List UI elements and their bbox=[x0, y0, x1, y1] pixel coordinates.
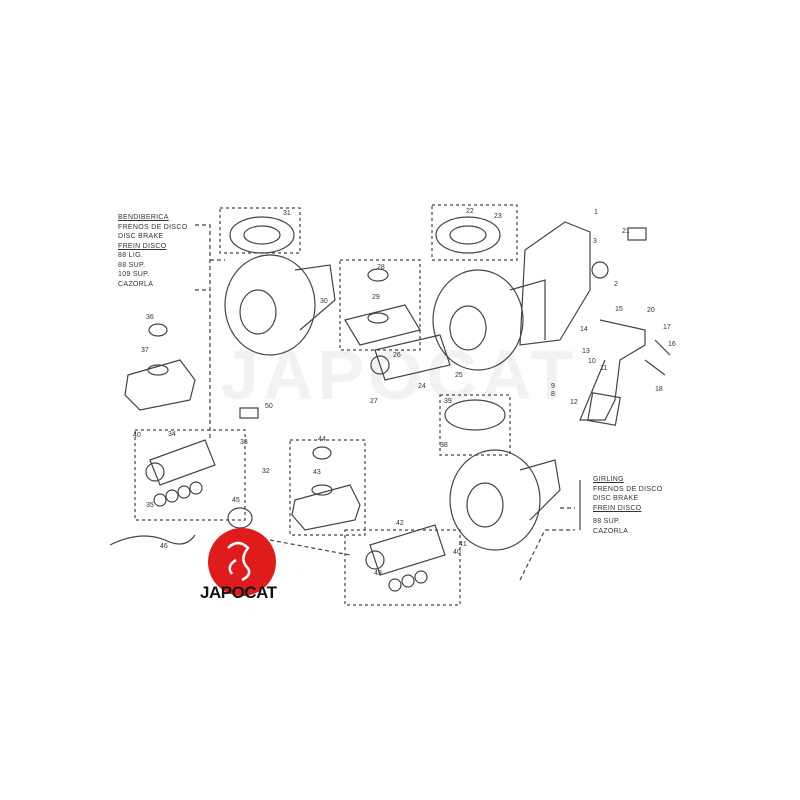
note-line: DISC BRAKE bbox=[118, 233, 164, 240]
note-line: 88 LIG. bbox=[118, 252, 144, 259]
note-line: FRENOS DE DISCO bbox=[118, 223, 188, 231]
callout-number: 36 bbox=[146, 314, 154, 321]
note-line: 88 SUP. bbox=[593, 518, 621, 525]
logo-emblem-icon bbox=[227, 541, 251, 582]
dashed-group-31 bbox=[219, 207, 301, 254]
callout-number: 42 bbox=[396, 520, 404, 527]
callout-number: 22 bbox=[466, 208, 474, 215]
master-cylinder-lower bbox=[365, 524, 446, 592]
callout-number: 18 bbox=[655, 386, 663, 393]
note-line: CAZORLA bbox=[118, 280, 154, 288]
callout-number: 15 bbox=[615, 306, 623, 313]
callout-number: 12 bbox=[570, 399, 578, 406]
sensor-wire-46 bbox=[109, 534, 196, 546]
note-bendiberica: BENDIBERICA FRENOS DE DISCO DISC BRAKE F… bbox=[118, 213, 187, 289]
callout-number: 9 bbox=[551, 383, 555, 390]
callout-number: 23 bbox=[494, 213, 502, 220]
callout-number: 14 bbox=[580, 326, 588, 333]
callout-number: 34 bbox=[168, 431, 176, 438]
callout-number: 17 bbox=[663, 324, 671, 331]
callout-number: 38 bbox=[440, 442, 448, 449]
callout-number: 1 bbox=[594, 209, 598, 216]
callout-number: 33 bbox=[240, 439, 248, 446]
callout-number: 31 bbox=[283, 210, 291, 217]
callout-number: 8 bbox=[551, 391, 555, 398]
callout-number: 44 bbox=[318, 436, 326, 443]
callout-number: 45 bbox=[232, 497, 240, 504]
logo-text: JAPOCAT bbox=[200, 583, 277, 602]
brake-booster-right bbox=[432, 216, 524, 371]
callout-number: 43 bbox=[313, 469, 321, 476]
callout-number: 50 bbox=[265, 403, 273, 410]
callout-number: 3 bbox=[593, 238, 597, 245]
sensor-21 bbox=[627, 227, 647, 241]
callout-number: 40 bbox=[453, 549, 461, 556]
callout-number: 37 bbox=[141, 347, 149, 354]
callout-number: 20 bbox=[647, 307, 655, 314]
callout-number: 39 bbox=[444, 398, 452, 405]
callout-number: 29 bbox=[372, 294, 380, 301]
callout-number: 32 bbox=[262, 468, 270, 475]
callout-number: 13 bbox=[582, 348, 590, 355]
callout-number: 46 bbox=[160, 543, 168, 550]
master-cylinder-mid bbox=[370, 334, 451, 381]
callout-number: 11 bbox=[600, 365, 608, 372]
note-line: CAZORLA bbox=[593, 527, 629, 535]
callout-number: 2 bbox=[614, 281, 618, 288]
reservoir-36 bbox=[124, 323, 196, 411]
note-line: DISC BRAKE bbox=[593, 495, 639, 502]
note-title: GIRLING bbox=[593, 476, 624, 483]
note-line: 109 SUP. bbox=[118, 271, 150, 278]
note-line: FRENOS DE DISCO bbox=[593, 485, 663, 493]
callout-number: 40 bbox=[133, 432, 141, 439]
cap-45 bbox=[227, 507, 253, 529]
callout-number: 41 bbox=[459, 541, 467, 548]
callout-number: 26 bbox=[393, 352, 401, 359]
callout-number: 16 bbox=[668, 341, 676, 348]
note-line: 88 SUP. bbox=[118, 261, 146, 269]
callout-number: 30 bbox=[320, 298, 328, 305]
reservoir-44 bbox=[291, 446, 361, 531]
brake-booster-lower bbox=[449, 449, 561, 551]
master-cylinder-left bbox=[145, 439, 216, 507]
callout-number: 24 bbox=[418, 383, 426, 390]
callout-number: 25 bbox=[455, 372, 463, 379]
note-line: FREIN DISCO bbox=[118, 242, 167, 250]
callout-number: 35 bbox=[146, 502, 154, 509]
callout-number: 27 bbox=[370, 398, 378, 405]
callout-number: 49 bbox=[374, 570, 382, 577]
note-girling: GIRLING FRENOS DE DISCO DISC BRAKE FREIN… bbox=[593, 475, 662, 536]
callout-number: 28 bbox=[377, 264, 385, 271]
callout-number: 10 bbox=[588, 358, 596, 365]
brake-booster-left bbox=[224, 216, 336, 356]
callout-number: 21 bbox=[622, 228, 630, 235]
logo-circle bbox=[208, 528, 276, 596]
pedal-box bbox=[509, 221, 671, 426]
note-title: BENDIBERICA bbox=[118, 214, 169, 221]
note-line: FREIN DISCO bbox=[593, 504, 642, 512]
switch-50 bbox=[239, 407, 259, 419]
